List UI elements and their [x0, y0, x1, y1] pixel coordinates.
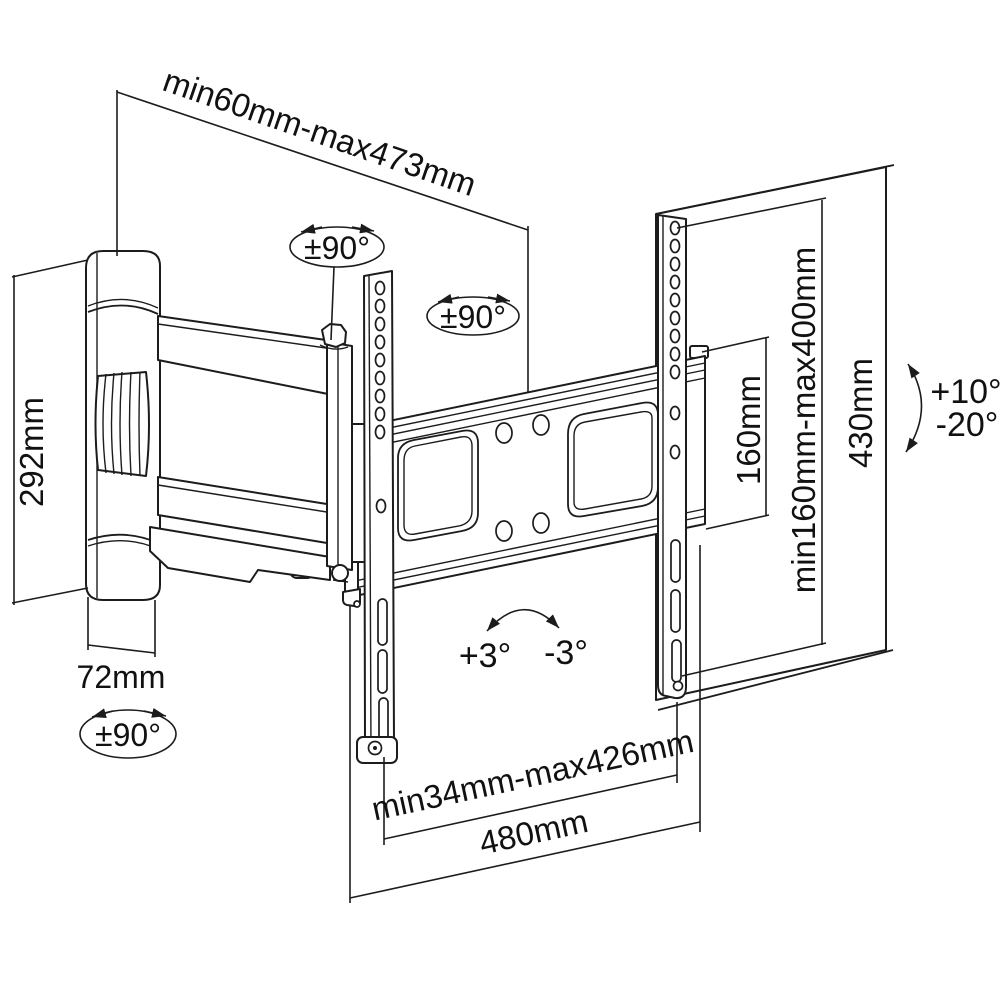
vesa-hole	[495, 520, 513, 542]
tilt-annotation: +10° -20°	[905, 363, 1000, 453]
swivel-top-annotation: ±90°	[289, 223, 385, 341]
tilt-up-label: +10°	[930, 373, 1000, 411]
vesa-hole	[532, 512, 550, 534]
level-left-label: +3°	[459, 637, 511, 675]
dim-vesa-height-range: min160mm-max400mm	[676, 197, 827, 677]
dim-bracket-height-label: 430mm	[842, 358, 879, 468]
dim-wall-plate-depth-label: 72mm	[77, 659, 166, 695]
dim-arm-extension-label: min60mm-max473mm	[159, 61, 481, 203]
dim-vesa-min-height-label: 160mm	[730, 375, 767, 485]
dim-vesa-height-range-label: min160mm-max400mm	[785, 247, 822, 594]
swivel-middle-label: ±90°	[440, 299, 506, 335]
tv-panel	[655, 164, 895, 711]
rotate-arrow-icon	[437, 293, 460, 304]
crossbar-cutout-right	[567, 401, 659, 518]
dim-vesa-min-height: 160mm	[701, 336, 770, 530]
pivot-bottom-bolt	[331, 564, 349, 582]
left-rail	[356, 270, 398, 764]
vesa-hole	[532, 414, 550, 436]
dim-crossbar-width: 480mm	[349, 545, 701, 903]
level-arc-icon	[486, 608, 560, 632]
pivot-bracket	[326, 341, 353, 571]
rotate-arrow-icon	[351, 223, 375, 234]
dim-rail-span-label: min34mm-max426mm	[368, 722, 697, 828]
pivot-bolt	[321, 323, 347, 348]
rotate-arrow-icon	[91, 708, 114, 718]
crossbar	[342, 345, 709, 608]
dim-wall-plate-height: 292mm	[11, 259, 89, 605]
dim-crossbar-width-label: 480mm	[476, 802, 591, 862]
swivel-bottom-annotation: ±90°	[79, 708, 177, 759]
tilt-down-label: -20°	[936, 406, 999, 444]
wall-plate-assembly	[85, 250, 367, 601]
rotate-arrow-icon	[300, 223, 323, 234]
dim-bracket-height: 430mm	[842, 358, 879, 468]
vesa-hole	[495, 422, 513, 444]
tilt-arc-icon	[905, 363, 923, 453]
rotate-arrow-icon	[487, 293, 511, 304]
dim-wall-plate-depth: 72mm	[77, 597, 166, 695]
swivel-middle-annotation: ±90°	[426, 293, 520, 336]
swivel-top-label: ±90°	[304, 230, 370, 266]
swivel-bottom-label: ±90°	[95, 717, 161, 753]
level-annotation: +3° -3°	[459, 608, 588, 675]
rotate-arrow-icon	[143, 708, 167, 718]
crossbar-cutout-left	[397, 429, 479, 542]
right-rail	[657, 214, 687, 700]
level-right-label: -3°	[544, 634, 588, 672]
swivel-hinge-barrel	[94, 371, 150, 477]
dim-wall-plate-height-label: 292mm	[13, 397, 50, 507]
